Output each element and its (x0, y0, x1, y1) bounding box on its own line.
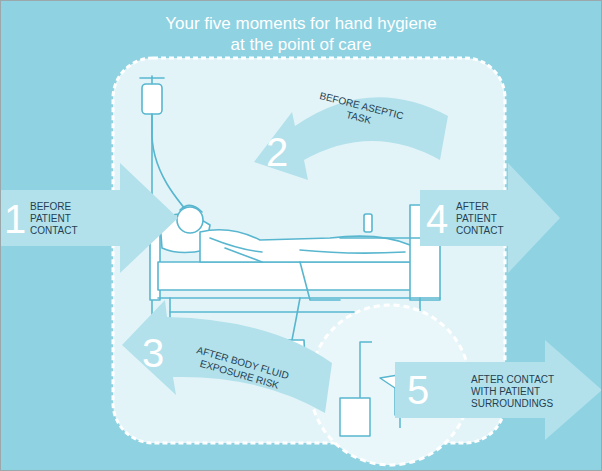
moment-label: AFTER CONTACT WITH PATIENT SURROUNDINGS (471, 374, 563, 410)
arrow-shape (0, 163, 178, 273)
moment-label: BEFORE PATIENT CONTACT (30, 201, 92, 237)
moment-arrow: 2BEFORE ASEPTIC TASK (250, 70, 450, 180)
arrow-outline (122, 300, 332, 413)
moment-number: 1 (4, 199, 26, 239)
moment-number: 5 (407, 370, 429, 410)
diagram-title: Your five moments for hand hygiene at th… (159, 13, 443, 55)
arrow-outline (420, 163, 560, 273)
moment-number: 3 (142, 333, 164, 373)
moment-number: 2 (266, 132, 288, 172)
moment-number: 4 (426, 199, 448, 239)
arrow-outline (0, 163, 178, 273)
moment-arrow: 5 AFTER CONTACT WITH PATIENT SURROUNDINGS (395, 340, 602, 440)
moment-arrow: 4AFTER PATIENT CONTACT (420, 163, 560, 273)
moment-label: AFTER PATIENT CONTACT (456, 201, 518, 237)
moment-arrow: 3AFTER BODY FLUID EXPOSURE RISK (120, 295, 335, 415)
arrow-outline (395, 340, 602, 440)
moment-arrow: 1BEFORE PATIENT CONTACT (0, 163, 178, 273)
